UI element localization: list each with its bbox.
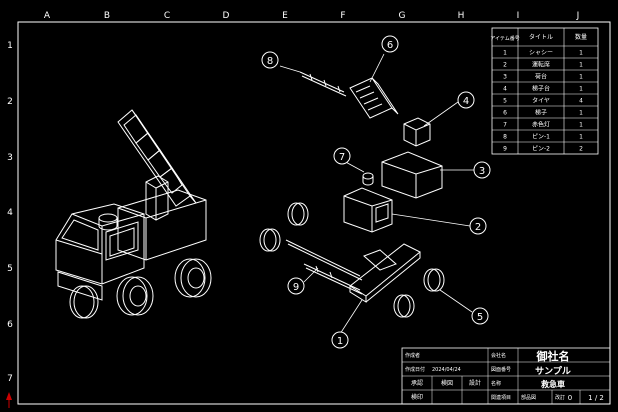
drawing-border (17, 21, 611, 405)
assembled-truck-view[interactable] (55, 109, 212, 319)
tb-label-rev: 改訂 (555, 394, 565, 401)
row-labels: 1 2 3 4 5 6 7 (7, 41, 13, 384)
tb-label-drawing-no: 図面番号 (491, 366, 511, 373)
grid-row-label: 5 (7, 264, 13, 274)
grid-row-label: 6 (7, 320, 13, 330)
bom-header-title: タイトル (529, 33, 553, 41)
bom-header-qty: 数量 (575, 33, 587, 41)
bom-cell-title: 赤色灯 (532, 121, 550, 129)
grid-col-label: B (104, 11, 110, 21)
bom-cell-title: ピン-1 (532, 134, 550, 141)
grid-col-label: C (164, 11, 170, 21)
balloon-4 (457, 91, 475, 109)
balloon-2 (469, 217, 487, 235)
column-labels: A B C D E F G H I J (44, 11, 579, 21)
tb-label-check: 検図 (441, 379, 453, 387)
bom-cell-qty: 2 (579, 146, 583, 153)
tb-label-name: 名称 (491, 380, 501, 387)
tb-name: 救急車 (541, 379, 565, 389)
grid-row-label: 7 (7, 374, 13, 384)
tb-label-remarks: 検印 (411, 393, 423, 401)
tb-drawing-no: サンプル (535, 365, 571, 377)
bom-table[interactable]: アイテム番号 タイトル 数量 1 シャシー 1 2 運転席 1 3 荷台 1 4 梯子台 1 5 タイヤ 4… (490, 27, 599, 155)
grid-col-label: J (576, 11, 580, 21)
balloon-label: 1 (337, 336, 343, 347)
bom-cell-title: 梯子 (535, 109, 547, 117)
balloon-numbers: 1 2 3 4 5 6 7 8 9 (267, 40, 485, 347)
bom-cell-qty: 1 (579, 134, 583, 141)
balloon-group (261, 35, 491, 349)
balloon-label: 6 (387, 40, 393, 51)
bom-cell-no: 8 (503, 134, 507, 141)
tb-date-value: 2024/04/24 (432, 367, 461, 373)
bom-cell-no: 3 (503, 74, 507, 81)
grid-row-label: 4 (7, 208, 13, 218)
part-ladder (349, 77, 393, 119)
balloon-label: 4 (463, 96, 469, 107)
grid-col-label: A (44, 11, 51, 21)
exploded-view[interactable] (259, 71, 445, 318)
balloon-label: 7 (339, 152, 345, 163)
tb-label-design: 設計 (469, 379, 481, 387)
balloon-label: 8 (267, 56, 273, 67)
tb-label-company: 会社名 (491, 352, 506, 359)
bom-cell-qty: 1 (579, 122, 583, 129)
bom-cell-qty: 1 (579, 74, 583, 81)
tb-label-project: 関連項目 (491, 394, 511, 401)
bom-cell-no: 6 (503, 110, 507, 117)
bom-cell-qty: 1 (579, 50, 583, 57)
grid-col-label: I (517, 11, 520, 21)
tb-rev: 0 (568, 394, 572, 402)
bom-cell-title: 運転席 (532, 61, 550, 69)
bom-rows: 1 シャシー 1 2 運転席 1 3 荷台 1 4 梯子台 1 5 タイヤ 4 6 梯子 1 7 赤色灯 1 8 ピン-1 1… (503, 50, 583, 153)
balloon-3 (473, 161, 491, 179)
bom-cell-qty: 1 (579, 110, 583, 117)
tb-label-drawn-by: 作成者 (405, 352, 420, 359)
grid-col-label: E (282, 11, 288, 21)
bom-cell-title: タイヤ (532, 97, 550, 105)
grid-col-label: G (399, 11, 406, 21)
balloon-7 (333, 147, 351, 165)
bom-cell-no: 1 (503, 50, 507, 57)
bom-header-item-no: アイテム番号 (490, 35, 520, 42)
bom-cell-qty: 1 (579, 62, 583, 69)
grid-col-label: H (458, 11, 465, 21)
tb-sheet: 1 / 2 (588, 394, 604, 402)
tb-label-date: 作成日付 (405, 366, 425, 373)
grid-col-label: D (223, 11, 230, 21)
balloon-label: 2 (475, 222, 481, 233)
bom-cell-qty: 1 (579, 86, 583, 93)
title-block: 作成者 作成日付 2024/04/24 会社名 図面番号 名称 関連項目 部品図… (401, 347, 611, 405)
grid-row-label: 3 (7, 153, 13, 163)
balloon-label: 3 (479, 166, 485, 177)
balloon-1 (331, 331, 349, 349)
bom-cell-no: 2 (503, 62, 507, 69)
balloon-9 (287, 277, 305, 295)
bom-cell-title: 荷台 (535, 73, 547, 81)
bom-cell-title: 梯子台 (532, 85, 550, 93)
balloon-5 (471, 307, 489, 325)
balloon-6 (381, 35, 399, 53)
bom-cell-no: 4 (503, 86, 507, 93)
bom-cell-no: 7 (503, 122, 507, 129)
balloon-label: 9 (293, 282, 299, 293)
leader-lines (279, 53, 474, 335)
grid-row-label: 1 (7, 41, 13, 51)
bom-cell-title: シャシー (529, 50, 553, 57)
bom-cell-no: 5 (503, 98, 507, 105)
grid-row-label: 2 (7, 97, 13, 107)
balloon-label: 5 (477, 312, 483, 323)
balloon-8 (261, 51, 279, 69)
bom-cell-title: ピン-2 (532, 146, 550, 153)
bom-cell-no: 9 (503, 146, 507, 153)
tb-label-approve: 承認 (411, 379, 423, 387)
grid-col-label: F (340, 11, 345, 21)
tb-company: 御社名 (536, 349, 570, 363)
tb-label-part: 部品図 (521, 394, 536, 401)
bom-cell-qty: 4 (579, 98, 583, 105)
